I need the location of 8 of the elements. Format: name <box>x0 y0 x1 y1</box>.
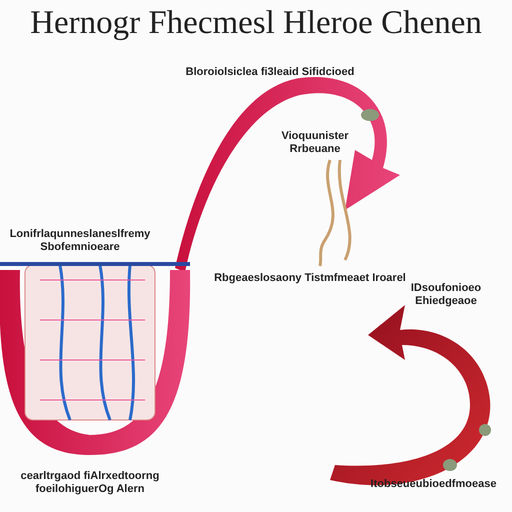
annotation-text: Bloroiolsiclea fi3leaid Sifidcioed <box>184 66 356 79</box>
annotation-text: Vioquunister Rrbeuane <box>280 130 350 156</box>
annotation-text: Lonifrlaqunneslaneslfremy Sbofemnioeare <box>8 228 152 254</box>
annotation-text: cearltrgaod fiAlrxedtoorng foeilohiguerOg Alern <box>20 470 160 496</box>
annotation-text: IDsoufonioeo Ehiedgeaoe <box>410 282 482 308</box>
diagram-title: Hernogr Fhecmesl Hleroe Chenen <box>29 4 483 42</box>
annotation-text: Rbgeaeslosaony Tistmfmeaet Iroarel <box>213 272 407 285</box>
annotation-text: Itobseueubioedfmoease <box>370 478 498 491</box>
